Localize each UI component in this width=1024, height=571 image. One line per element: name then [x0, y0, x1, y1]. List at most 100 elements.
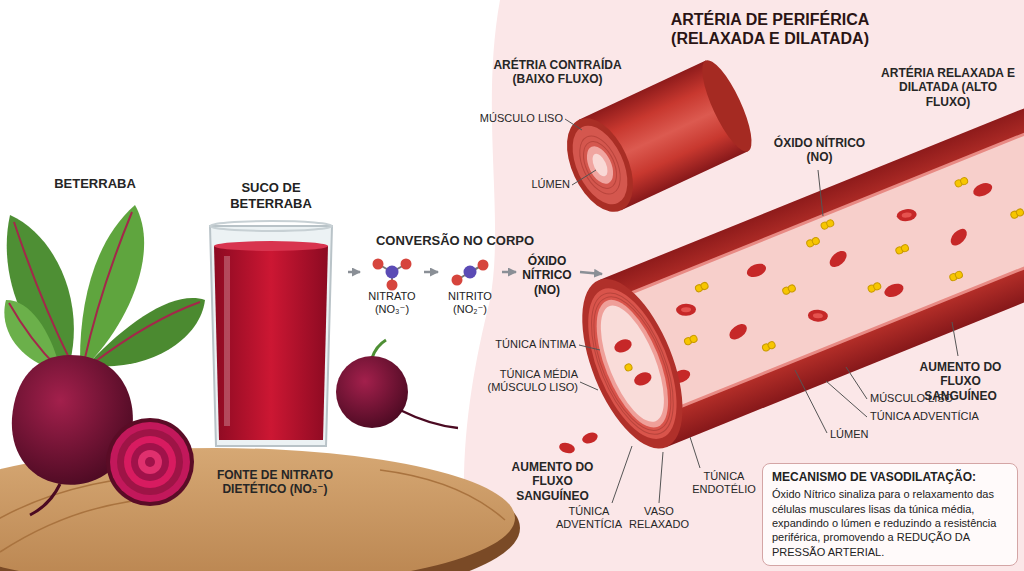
- artery-cross-section: [632, 370, 653, 388]
- artery-cross-section: [570, 276, 695, 451]
- beet-leaves: [84, 212, 132, 362]
- beet-half: [117, 429, 183, 495]
- leader-line: [572, 170, 596, 185]
- mechanism-box: MECANISMO DE VASODILATAÇÃO: Óxido Nítrico…: [762, 463, 1018, 566]
- juice-glass: [210, 221, 332, 231]
- nitric-oxide-dot: [1015, 208, 1024, 217]
- artery-cross-section: [562, 265, 704, 462]
- nitric-oxide-dot: [873, 282, 882, 291]
- artery-cross-section: [578, 287, 687, 441]
- beetroot: [30, 484, 60, 515]
- nitrite-molecule: [464, 266, 477, 279]
- nitric-oxide-dot: [767, 341, 776, 350]
- flow-label: AUMENTO DO FLUXO SANGUÍNEO: [495, 460, 610, 503]
- molecule-box: NITRITO (NO₂⁻): [440, 256, 500, 316]
- node-body: Óxido Nítrico sinaliza para o relaxament…: [772, 487, 1008, 558]
- nitrate-molecule: [386, 266, 399, 279]
- nitrate-molecule: [401, 259, 412, 270]
- nitric-oxide-dot: [811, 236, 820, 245]
- nitric-oxide-dot: [787, 284, 796, 293]
- leader-line: [818, 170, 823, 216]
- dilated-artery: [562, 82, 1024, 462]
- artery-cross-section: [575, 282, 691, 445]
- beet-half: [124, 436, 176, 488]
- node-heading: SUCO DE BETERRABA: [216, 180, 326, 211]
- leader-line: [846, 367, 867, 399]
- nitric-oxide-dot: [826, 219, 835, 228]
- leader-line: [795, 370, 827, 433]
- nitrite-molecule: [478, 260, 489, 271]
- part-label: MÚSCULO LISO: [870, 392, 980, 405]
- flow-arrow: [424, 271, 438, 274]
- beet-leaves: [90, 298, 205, 366]
- flow-arrow: [348, 271, 360, 274]
- flow-arrow: [502, 271, 516, 274]
- beet-leaves: [4, 205, 205, 370]
- red-blood-cell: [808, 309, 829, 322]
- leader-line: [659, 452, 663, 503]
- juice-glass: [214, 241, 328, 251]
- artery-cross-section: [582, 291, 683, 437]
- red-blood-cell: [581, 431, 599, 446]
- juice-glass: [210, 221, 332, 446]
- molecule-label: ÓXIDO NÍTRICO (NO): [772, 136, 867, 165]
- nitric-oxide-dot: [960, 177, 969, 186]
- beetroot: [400, 410, 458, 428]
- wooden-board: [0, 498, 170, 552]
- leader-line: [580, 382, 598, 390]
- artery-heading: ARTÉRIA RELAXADA E DILATADA (ALTO FLUXO): [878, 66, 1018, 109]
- beet-leaves: [14, 222, 72, 364]
- node-heading: NITRATO (NO₃⁻): [362, 290, 422, 316]
- part-label: TÚNICA ADVENTÍCIA: [870, 410, 990, 423]
- contracted-artery: [553, 108, 646, 222]
- beet-half: [131, 443, 169, 481]
- red-blood-cell: [882, 281, 905, 300]
- beet-half: [110, 422, 190, 502]
- juice-glass: [214, 246, 328, 440]
- artery-heading: ARÉTRIA CONTRAÍDA (BAIXO FLUXO): [490, 58, 625, 87]
- dilated-artery: [654, 219, 1024, 418]
- red-blood-cell: [813, 313, 823, 319]
- beet-half: [106, 418, 194, 506]
- juice-glass-box: SUCO DE BETERRABA: [196, 178, 346, 450]
- molecule-box: NITRATO (NO₃⁻): [362, 256, 422, 316]
- part-label: TÚNICA MÉDIA (MÚSCULO LISO): [468, 368, 578, 394]
- nitrite-molecule: [452, 275, 463, 286]
- red-blood-cell: [681, 307, 691, 312]
- contracted-artery: [571, 130, 628, 201]
- part-label: MÚSCULO LISO: [476, 112, 563, 125]
- beet-half: [106, 418, 194, 506]
- leader-line: [565, 119, 582, 130]
- nitric-oxide-dot: [662, 121, 1024, 382]
- node-heading: MECANISMO DE VASODILATAÇÃO:: [772, 470, 1008, 484]
- node-heading: ÓXIDO NÍTRICO (NO): [518, 254, 576, 297]
- red-blood-cell: [827, 248, 850, 270]
- leader-line: [579, 345, 600, 350]
- beetroot: [336, 356, 408, 428]
- part-label: TÚNICA ENDOTÉLIO: [688, 470, 760, 496]
- node-heading: NITRITO (NO₂⁻): [440, 290, 500, 316]
- beetroot: [12, 355, 133, 515]
- red-blood-cell: [676, 303, 696, 316]
- contracted-artery: [582, 142, 619, 188]
- contracted-artery: [589, 152, 610, 179]
- beetroot: [372, 340, 386, 358]
- diagram-title: ARTÉRIA DE PERIFÉRICA (RELAXADA E DILATA…: [655, 10, 885, 48]
- artery-cross-section: [624, 363, 633, 372]
- beetroot: [336, 340, 458, 428]
- nitric-oxide-dot: [700, 281, 709, 290]
- nitric-oxide-dot: [954, 270, 963, 279]
- part-label: BETERRABA: [50, 176, 140, 192]
- beet-half: [138, 450, 162, 474]
- red-blood-cell: [727, 321, 750, 343]
- nitric-oxide-dot: [900, 244, 909, 253]
- red-blood-cell: [971, 180, 994, 199]
- nitrate-molecule: [373, 259, 384, 270]
- red-blood-cell: [901, 212, 912, 218]
- nitrite-molecule: [452, 260, 489, 286]
- beet-half: [145, 457, 155, 467]
- contracted-artery: [561, 117, 638, 213]
- juice-glass: [210, 226, 332, 446]
